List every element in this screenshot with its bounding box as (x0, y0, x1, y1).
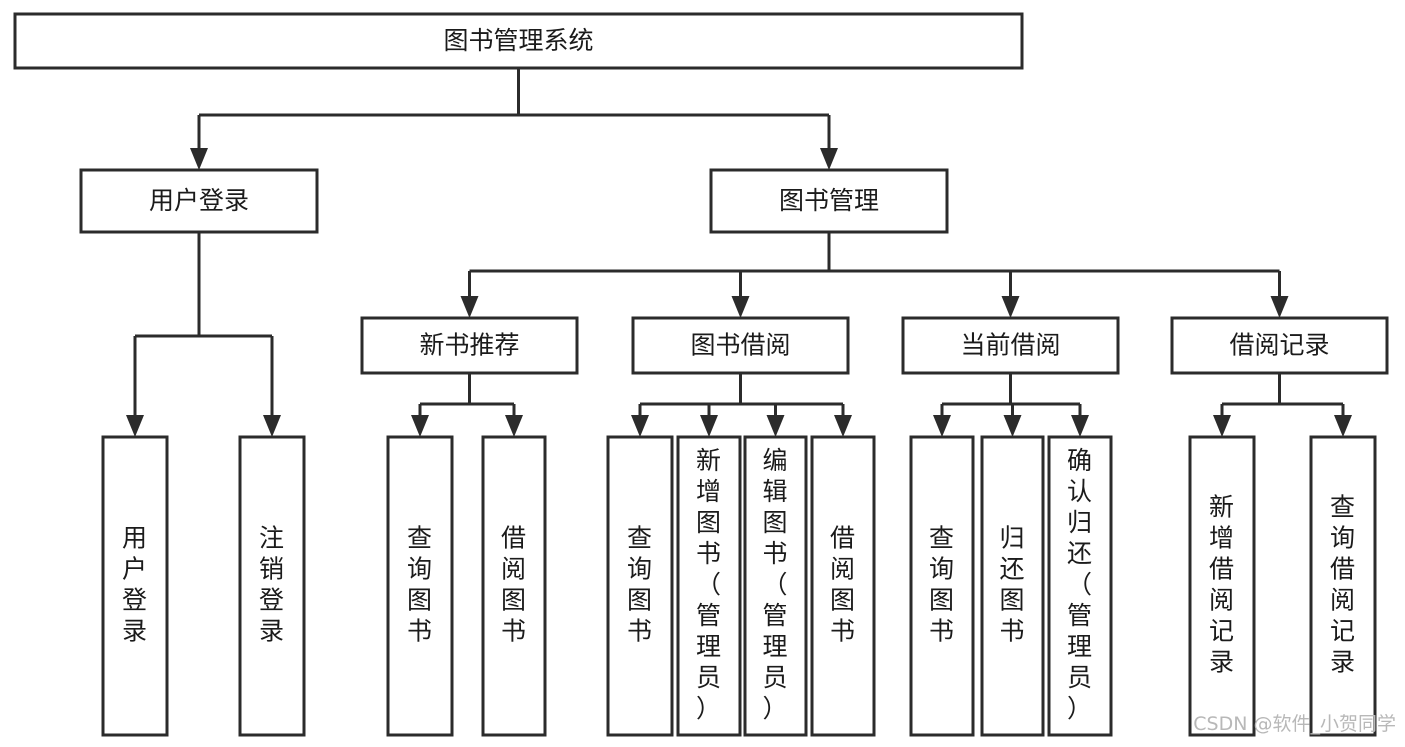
node-box-leaf-add-borrow-record[interactable] (1188, 435, 1256, 737)
node-leaf-query-borrow-record[interactable]: 查询借阅记录 (1309, 435, 1377, 737)
arrow-head (1071, 415, 1089, 437)
arrow-head (731, 296, 750, 318)
node-label-leaf-return-book: 归还图书 (999, 524, 1025, 646)
node-leaf-edit-book[interactable]: 编辑图书（管理员） (743, 435, 808, 737)
node-label-borrow-records: 借阅记录 (1229, 331, 1329, 360)
node-box-leaf-borrow-book-1[interactable] (481, 435, 547, 737)
node-label-leaf-edit-book: 编辑图书（管理员） (762, 446, 788, 723)
arrow-head (1213, 415, 1231, 437)
node-leaf-borrow-book-1[interactable]: 借阅图书 (481, 435, 547, 737)
arrow-head (1003, 415, 1022, 437)
node-box-borrow-records[interactable] (1170, 316, 1389, 375)
node-book-management[interactable]: 图书管理 (709, 168, 949, 234)
node-label-leaf-query-book-2: 查询图书 (627, 524, 653, 646)
arrow-head (126, 415, 144, 437)
arrow-head (1001, 296, 1020, 318)
arrow-head (834, 415, 852, 437)
csdn-watermark: CSDN @软件_小贺同学 (1193, 713, 1396, 735)
node-label-leaf-borrow-book-2: 借阅图书 (830, 524, 856, 646)
node-box-leaf-add-book[interactable] (676, 435, 742, 737)
node-leaf-logout-login[interactable]: 注销登录 (238, 435, 306, 737)
arrow-head (820, 148, 838, 170)
node-box-root[interactable] (13, 12, 1024, 70)
nodes-layer: 图书管理系统用户登录图书管理新书推荐图书借阅当前借阅借阅记录用户登录注销登录查询… (13, 12, 1389, 737)
node-leaf-add-book[interactable]: 新增图书（管理员） (676, 435, 742, 737)
node-borrow-records[interactable]: 借阅记录 (1170, 316, 1389, 375)
node-box-leaf-query-book-1[interactable] (386, 435, 454, 737)
arrow-head (1270, 296, 1289, 318)
node-box-leaf-query-book-2[interactable] (606, 435, 674, 737)
node-box-leaf-borrow-book-2[interactable] (810, 435, 876, 737)
node-leaf-borrow-book-2[interactable]: 借阅图书 (810, 435, 876, 737)
node-leaf-query-book-3[interactable]: 查询图书 (909, 435, 975, 737)
node-book-borrow[interactable]: 图书借阅 (631, 316, 850, 375)
node-box-leaf-return-book[interactable] (980, 435, 1045, 737)
node-new-book-recommend[interactable]: 新书推荐 (360, 316, 579, 375)
node-label-user-login: 用户登录 (149, 186, 249, 215)
node-box-leaf-confirm-return[interactable] (1047, 435, 1113, 737)
connectors-layer (126, 68, 1352, 437)
node-box-book-borrow[interactable] (631, 316, 850, 375)
connector-current-borrow-leaves (933, 373, 1089, 437)
node-label-new-book-recommend: 新书推荐 (419, 331, 519, 360)
node-label-leaf-borrow-book-1: 借阅图书 (501, 524, 527, 646)
node-label-book-borrow: 图书借阅 (690, 331, 790, 360)
node-leaf-return-book[interactable]: 归还图书 (980, 435, 1045, 737)
arrow-head (190, 148, 208, 170)
node-label-leaf-add-borrow-record: 新增借阅记录 (1209, 493, 1235, 677)
node-box-current-borrow[interactable] (901, 316, 1120, 375)
node-label-leaf-user-login: 用户登录 (122, 524, 148, 646)
node-box-leaf-query-book-3[interactable] (909, 435, 975, 737)
node-box-leaf-edit-book[interactable] (743, 435, 808, 737)
node-label-leaf-confirm-return: 确认归还（管理员） (1067, 446, 1093, 723)
arrow-head (933, 415, 951, 437)
node-label-root: 图书管理系统 (443, 26, 593, 55)
arrow-head (1334, 415, 1352, 437)
node-leaf-query-book-2[interactable]: 查询图书 (606, 435, 674, 737)
node-user-login[interactable]: 用户登录 (79, 168, 319, 234)
node-label-current-borrow: 当前借阅 (960, 331, 1060, 360)
node-current-borrow[interactable]: 当前借阅 (901, 316, 1120, 375)
node-label-leaf-query-book-1: 查询图书 (407, 524, 433, 646)
arrow-head (631, 415, 649, 437)
connector-book-borrow-leaves (631, 373, 852, 437)
connector-root (190, 68, 838, 170)
connector-new-book-recommend-leaves (411, 373, 523, 437)
node-root[interactable]: 图书管理系统 (13, 12, 1024, 70)
arrow-head (460, 296, 479, 318)
node-box-leaf-logout-login[interactable] (238, 435, 306, 737)
node-box-leaf-user-login[interactable] (101, 435, 169, 737)
node-leaf-query-book-1[interactable]: 查询图书 (386, 435, 454, 737)
node-leaf-user-login[interactable]: 用户登录 (101, 435, 169, 737)
arrow-head (700, 415, 718, 437)
connector-book-management (460, 232, 1289, 318)
arrow-head (766, 415, 785, 437)
connector-user-login-leaves (126, 232, 281, 437)
node-label-leaf-logout-login: 注销登录 (259, 524, 285, 646)
arrow-head (411, 415, 429, 437)
node-box-new-book-recommend[interactable] (360, 316, 579, 375)
node-box-book-management[interactable] (709, 168, 949, 234)
connector-borrow-records-leaves (1213, 373, 1352, 437)
node-label-leaf-add-book: 新增图书（管理员） (696, 446, 722, 723)
node-label-leaf-query-book-3: 查询图书 (929, 524, 955, 646)
node-box-leaf-query-borrow-record[interactable] (1309, 435, 1377, 737)
arrow-head (505, 415, 523, 437)
arrow-head (263, 415, 281, 437)
node-leaf-confirm-return[interactable]: 确认归还（管理员） (1047, 435, 1113, 737)
node-label-leaf-query-borrow-record: 查询借阅记录 (1330, 493, 1356, 677)
node-label-book-management: 图书管理 (779, 186, 879, 215)
node-box-user-login[interactable] (79, 168, 319, 234)
node-leaf-add-borrow-record[interactable]: 新增借阅记录 (1188, 435, 1256, 737)
